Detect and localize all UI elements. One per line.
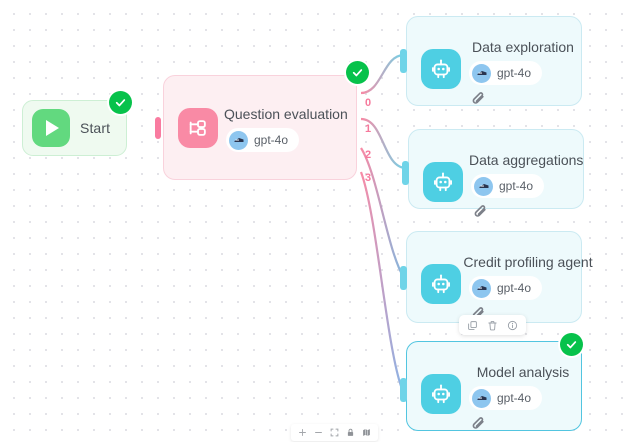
start-node[interactable]: Start	[22, 100, 127, 156]
lock-icon[interactable]	[346, 428, 355, 437]
model-name-credit-profiling-agent: gpt-4o	[497, 281, 532, 295]
minimap-icon[interactable]	[362, 428, 371, 437]
model-name-model-analysis: gpt-4o	[497, 391, 532, 405]
input-port-credit-profiling-agent[interactable]	[400, 266, 407, 290]
robot-icon	[423, 162, 463, 202]
openai-icon	[229, 130, 248, 150]
start-node-label: Start	[80, 120, 111, 136]
paperclip-icon[interactable]	[473, 205, 488, 225]
input-port-model-analysis[interactable]	[400, 378, 407, 402]
input-port-data-aggregations[interactable]	[402, 161, 409, 185]
model-name-question-evaluation: gpt-4o	[254, 133, 289, 147]
info-icon[interactable]	[507, 320, 518, 331]
node-title-data-exploration: Data exploration	[472, 39, 574, 55]
paperclip-icon[interactable]	[471, 92, 486, 112]
fit-view-icon[interactable]	[330, 428, 339, 437]
robot-icon	[421, 374, 461, 414]
output-port-label-0[interactable]: 0	[365, 97, 372, 109]
status-badge-success-model-analysis	[560, 333, 583, 356]
output-port-label-3[interactable]: 3	[365, 172, 372, 184]
play-icon	[32, 109, 70, 147]
openai-icon	[472, 388, 491, 408]
model-name-data-aggregations: gpt-4o	[499, 179, 534, 193]
input-port-data-exploration[interactable]	[400, 49, 407, 73]
paperclip-icon[interactable]	[471, 417, 486, 437]
node-question-evaluation[interactable]: Question evaluation gpt-4o	[163, 75, 357, 180]
node-hover-toolbar[interactable]	[459, 315, 526, 335]
robot-icon	[421, 264, 461, 304]
zoom-out-icon[interactable]	[314, 428, 323, 437]
model-badge-data-exploration[interactable]: gpt-4o	[469, 61, 543, 85]
copy-icon[interactable]	[467, 320, 478, 331]
input-port-question-evaluation[interactable]	[155, 117, 161, 139]
model-name-data-exploration: gpt-4o	[497, 66, 532, 80]
output-port-label-2[interactable]: 2	[365, 149, 372, 161]
node-credit-profiling-agent[interactable]: Credit profiling agent gpt-4o	[406, 231, 593, 323]
node-title-question-evaluation: Question evaluation	[224, 106, 348, 122]
node-data-aggregations[interactable]: Data aggregations gpt-4o	[408, 129, 584, 217]
node-title-model-analysis: Model analysis	[476, 364, 570, 380]
node-title-data-aggregations: Data aggregations	[469, 152, 584, 168]
model-badge-data-aggregations[interactable]: gpt-4o	[471, 174, 545, 198]
node-title-credit-profiling-agent: Credit profiling agent	[463, 254, 593, 270]
openai-icon	[472, 63, 491, 83]
status-badge-success-start	[109, 91, 132, 114]
output-port-label-1[interactable]: 1	[365, 123, 372, 135]
model-badge-credit-profiling-agent[interactable]: gpt-4o	[469, 276, 543, 300]
status-badge-success-question-evaluation	[346, 61, 369, 84]
canvas-controls[interactable]	[291, 424, 378, 441]
openai-icon	[472, 278, 491, 298]
zoom-in-icon[interactable]	[298, 428, 307, 437]
openai-icon	[474, 176, 493, 196]
branch-icon	[178, 108, 218, 148]
node-data-exploration[interactable]: Data exploration gpt-4o	[406, 16, 582, 106]
robot-icon	[421, 49, 461, 89]
model-badge-question-evaluation[interactable]: gpt-4o	[226, 128, 300, 152]
model-badge-model-analysis[interactable]: gpt-4o	[469, 386, 543, 410]
trash-icon[interactable]	[487, 320, 498, 331]
node-model-analysis[interactable]: Model analysis gpt-4o	[406, 341, 582, 431]
